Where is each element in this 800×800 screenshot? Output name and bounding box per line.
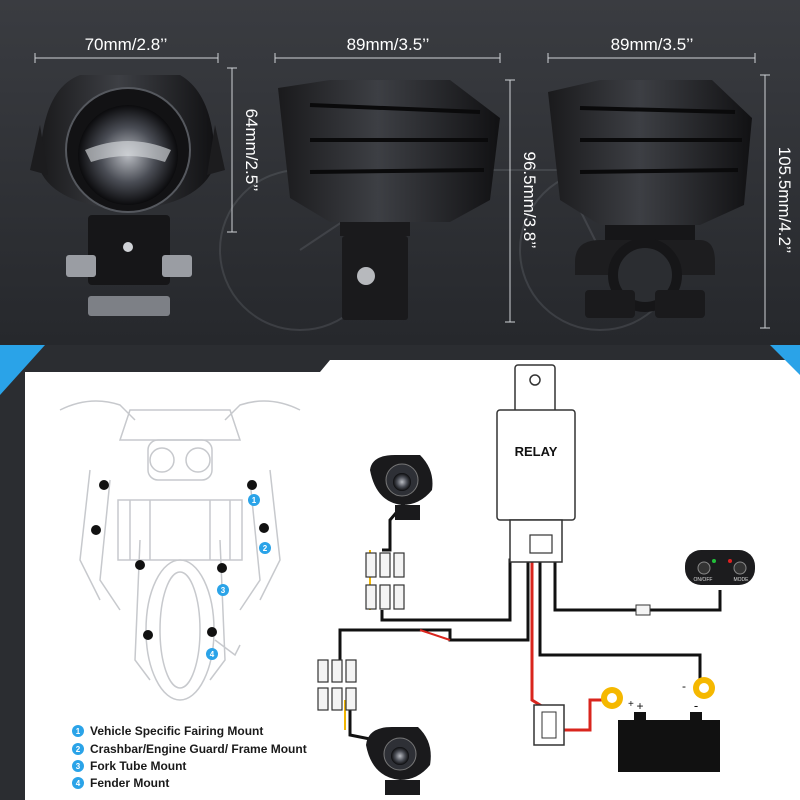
ring-terminal-negative xyxy=(693,677,715,699)
svg-text:1: 1 xyxy=(76,727,81,736)
connector-blocks xyxy=(317,552,405,711)
svg-text:Fork Tube Mount: Fork Tube Mount xyxy=(90,759,186,773)
wiring-light-top xyxy=(370,455,433,520)
mount-legend: 1 Vehicle Specific Fairing Mount 2 Crash… xyxy=(72,724,307,790)
legend-item-2: 2 Crashbar/Engine Guard/ Frame Mount xyxy=(72,742,307,756)
svg-text:2: 2 xyxy=(76,745,81,754)
light-side-view-bracket xyxy=(278,80,500,320)
svg-text:Crashbar/Engine Guard/ Frame M: Crashbar/Engine Guard/ Frame Mount xyxy=(90,742,307,756)
svg-text:1: 1 xyxy=(252,496,257,505)
switch-mode-label: MODE xyxy=(734,577,750,583)
dimension-height-2: 96.5mm/3.8’’ xyxy=(520,151,539,248)
fuse-holder xyxy=(533,704,565,746)
light-front-view xyxy=(30,75,225,316)
dimension-width-3: 89mm/3.5’’ xyxy=(611,35,694,54)
svg-text:3: 3 xyxy=(76,762,81,771)
svg-text:2: 2 xyxy=(263,544,268,553)
motorcycle-outline xyxy=(59,400,301,701)
dimension-height-3: 105.5mm/4.2’’ xyxy=(775,147,794,253)
svg-text:4: 4 xyxy=(76,779,81,788)
mount-point-markers: 1 2 3 4 xyxy=(91,480,271,660)
mount-marker-2: 2 xyxy=(259,542,271,554)
mount-marker-1: 1 xyxy=(248,494,260,506)
svg-text:4: 4 xyxy=(210,650,215,659)
svg-text:Fender Mount: Fender Mount xyxy=(90,776,169,790)
legend-item-1: 1 Vehicle Specific Fairing Mount xyxy=(72,724,263,738)
ring-terminal-positive xyxy=(601,687,623,709)
led-green xyxy=(712,559,716,563)
legend-item-4: 4 Fender Mount xyxy=(72,776,169,790)
accent-corner-right xyxy=(770,345,800,375)
dimension-width-1: 70mm/2.8’’ xyxy=(85,35,168,54)
svg-text:3: 3 xyxy=(221,586,226,595)
light-side-view-clamp xyxy=(548,80,752,318)
ring-minus-label: - xyxy=(682,679,686,693)
battery-minus-label: - xyxy=(694,698,698,713)
battery: + - xyxy=(618,698,720,772)
svg-text:Vehicle Specific Fairing Mount: Vehicle Specific Fairing Mount xyxy=(90,724,263,738)
inline-connector xyxy=(635,604,651,616)
wiring-light-bottom xyxy=(366,727,431,795)
legend-item-3: 3 Fork Tube Mount xyxy=(72,759,186,773)
dimension-height-1: 64mm/2.5’’ xyxy=(242,109,261,192)
control-switch: ON/OFF MODE xyxy=(685,550,755,585)
mount-marker-3: 3 xyxy=(217,584,229,596)
switch-on-off-label: ON/OFF xyxy=(694,577,713,583)
relay-label: RELAY xyxy=(515,444,558,459)
relay: RELAY xyxy=(496,364,576,563)
battery-plus-label: + xyxy=(636,699,643,713)
ring-plus-label: + xyxy=(628,699,634,710)
dimension-lines xyxy=(34,53,770,329)
accent-corner-left xyxy=(0,345,45,395)
mount-marker-4: 4 xyxy=(206,648,218,660)
dimension-width-2: 89mm/3.5’’ xyxy=(347,35,430,54)
led-red xyxy=(728,559,732,563)
